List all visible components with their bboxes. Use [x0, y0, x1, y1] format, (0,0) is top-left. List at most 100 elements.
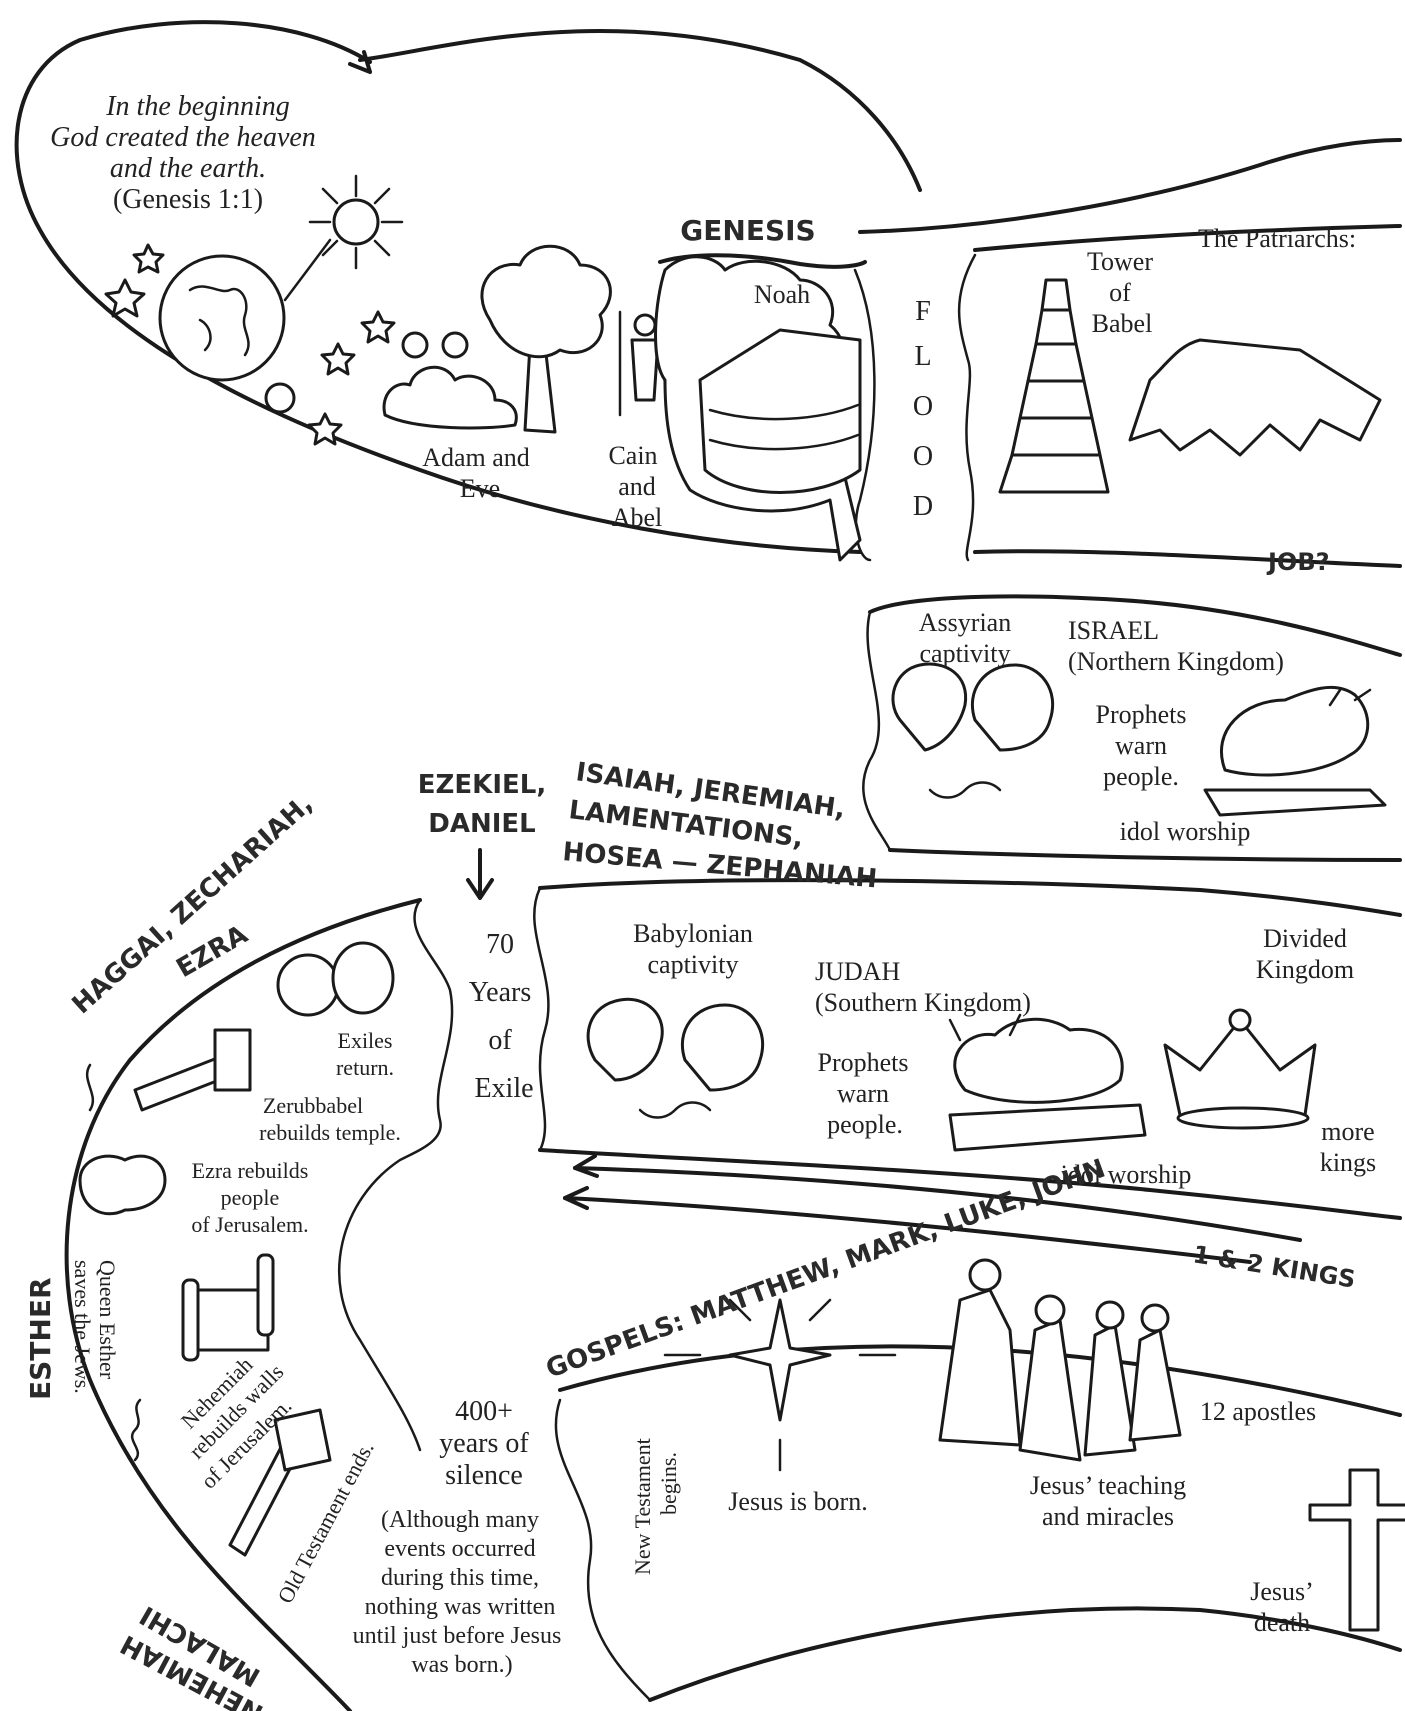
silence-note-2: events occurred	[384, 1536, 535, 1562]
seventy-years-2: Years	[469, 977, 532, 1008]
queen-esther-label-2: saves the Jews.	[70, 1260, 95, 1394]
tower-label-3: Babel	[1092, 309, 1153, 338]
seventy-years-3: of	[488, 1025, 512, 1056]
silence-label-1: 400+	[455, 1396, 513, 1427]
silence-note-6: was born.)	[411, 1652, 512, 1678]
idol-worship-judah: idol worship	[1061, 1160, 1192, 1189]
zerubbabel-label-1: Zerubbabel	[263, 1093, 363, 1118]
prophets-judah-2: warn	[837, 1079, 889, 1108]
book-daniel: DANIEL	[428, 809, 535, 839]
book-ezekiel: EZEKIEL,	[418, 770, 546, 800]
assyrian-label-2: captivity	[920, 639, 1011, 668]
tree-icon	[480, 244, 612, 434]
silence-label-3: silence	[445, 1460, 523, 1491]
death-label-1: Jesus’	[1250, 1577, 1314, 1606]
silence-note-1: (Although many	[381, 1507, 539, 1533]
adam-eve-icon	[382, 331, 518, 430]
teaching-label-1: Jesus’ teaching	[1030, 1471, 1186, 1500]
ezra-rebuilds-3: of Jerusalem.	[191, 1212, 308, 1237]
babylonian-label-2: captivity	[648, 950, 739, 979]
flood-letter-d: D	[913, 491, 933, 522]
book-hosea-zephaniah: HOSEA — ZEPHANIAH	[561, 837, 878, 894]
nt-begins-2: begins.	[656, 1452, 681, 1515]
ezra-rebuilds-1: Ezra rebuilds	[192, 1158, 309, 1183]
idol-worship-israel: idol worship	[1120, 817, 1251, 846]
seventy-years-1: 70	[486, 929, 514, 960]
jesus-apostles-icon	[938, 1258, 1182, 1462]
earth-icon	[158, 254, 286, 382]
shackled-hands-icon	[891, 662, 1055, 799]
tent-icon	[1128, 338, 1382, 457]
cain-abel-label-1: Cain	[608, 441, 657, 470]
seventy-years-4: Exile	[474, 1073, 533, 1104]
cain-abel-label-2: and	[618, 472, 656, 501]
golden-calf-icon-2	[948, 1013, 1147, 1152]
adam-eve-label-1: Adam and	[422, 443, 530, 472]
exiles-label-1: Exiles	[338, 1028, 393, 1053]
patriarchs-label: The Patriarchs:	[1198, 224, 1356, 253]
adam-eve-label-2: Eve	[460, 474, 500, 503]
flood-letter-o2: O	[913, 441, 933, 472]
more-kings-2: kings	[1320, 1148, 1376, 1177]
prophets-israel-1: Prophets	[1096, 700, 1187, 729]
book-esther: ESTHER	[24, 1277, 57, 1400]
judah-label-2: (Southern Kingdom)	[815, 988, 1031, 1017]
tower-icon	[998, 278, 1110, 494]
intro-reference: (Genesis 1:1)	[113, 184, 263, 215]
flood-label: F L O O D	[913, 296, 933, 522]
crown-icon	[1163, 1008, 1317, 1130]
cain-abel-label-3: Abel	[612, 503, 663, 532]
prophets-judah-1: Prophets	[818, 1048, 909, 1077]
book-job: JOB?	[1266, 548, 1330, 576]
silence-label-2: years of	[439, 1428, 529, 1459]
esther-crown-icon	[78, 1154, 167, 1216]
flood-letter-o1: O	[913, 391, 933, 422]
flood-letter-l: L	[914, 341, 931, 372]
prophets-israel-3: people.	[1103, 762, 1179, 791]
book-genesis: GENESIS	[680, 214, 815, 247]
tower-label-1: Tower	[1087, 247, 1153, 276]
noah-label: Noah	[754, 280, 810, 309]
silence-note-3: during this time,	[381, 1565, 539, 1591]
illustrations	[78, 174, 1405, 1632]
silence-note-4: nothing was written	[365, 1594, 556, 1620]
death-label-2: death	[1254, 1608, 1310, 1637]
ezra-rebuilds-2: people	[221, 1185, 280, 1210]
intro-quote-line-3: and the earth.	[110, 153, 266, 184]
golden-calf-icon	[1203, 685, 1387, 817]
mallet-icon	[133, 1028, 252, 1112]
teaching-label-2: and miracles	[1042, 1502, 1174, 1531]
israel-label-2: (Northern Kingdom)	[1068, 647, 1284, 676]
divided-kingdom-1: Divided	[1263, 924, 1347, 953]
prophets-judah-3: people.	[827, 1110, 903, 1139]
israel-label-1: ISRAEL	[1068, 616, 1159, 645]
ark-icon	[654, 255, 862, 562]
judah-label-1: JUDAH	[815, 957, 900, 986]
exiles-label-2: return.	[336, 1055, 394, 1080]
zerubbabel-label-2: rebuilds temple.	[259, 1120, 401, 1145]
silence-note-5: until just before Jesus	[353, 1623, 562, 1649]
exiles-faces-icon	[276, 941, 395, 1017]
babylonian-label-1: Babylonian	[633, 919, 753, 948]
sun-icon	[283, 174, 404, 302]
intro-quote-line-2: God created the heaven	[50, 122, 316, 153]
nt-begins-1: New Testament	[630, 1438, 655, 1575]
assyrian-label-1: Assyrian	[919, 608, 1011, 637]
prophets-israel-2: warn	[1115, 731, 1167, 760]
apostles-label: 12 apostles	[1200, 1397, 1316, 1426]
stars-icon	[104, 243, 396, 446]
cross-icon	[1308, 1468, 1405, 1632]
hammer-icon	[228, 1408, 332, 1557]
scroll-icon	[181, 1253, 275, 1362]
tower-label-2: of	[1109, 278, 1131, 307]
divided-kingdom-2: Kingdom	[1256, 955, 1354, 984]
shackled-hands-icon-2	[586, 997, 765, 1119]
queen-esther-label-1: Queen Esther	[95, 1260, 120, 1380]
road-outlines	[14, 20, 1402, 1711]
book-kings: 1 & 2 KINGS	[1191, 1240, 1357, 1293]
jesus-born-label: Jesus is born.	[728, 1487, 867, 1516]
more-kings-1: more	[1321, 1117, 1374, 1146]
flood-letter-f: F	[915, 296, 931, 327]
intro-quote-line-1: In the beginning	[105, 91, 290, 122]
